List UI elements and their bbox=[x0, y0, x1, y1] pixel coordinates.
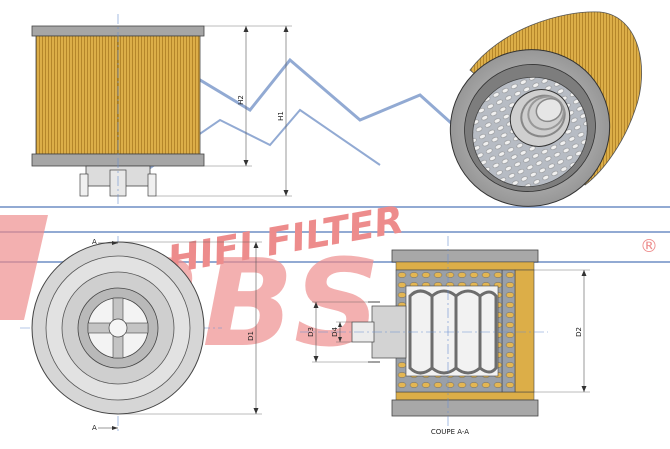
arrowhead bbox=[581, 386, 587, 392]
arrowhead bbox=[581, 270, 587, 276]
arrowhead bbox=[253, 408, 259, 414]
side-view: H2 H1 bbox=[31, 14, 292, 205]
dimension-label-d2: D2 bbox=[575, 327, 583, 337]
dimension-label-h2: H2 bbox=[237, 95, 245, 105]
section-top-media bbox=[395, 261, 535, 271]
section-bottom-media bbox=[395, 391, 535, 401]
dimension-label-h1: H1 bbox=[277, 111, 285, 121]
dimension-label-d3: D3 bbox=[307, 327, 315, 337]
arrowhead bbox=[338, 322, 342, 327]
spigot-tab bbox=[79, 173, 89, 197]
arrowhead bbox=[313, 356, 319, 362]
arrowhead bbox=[253, 242, 259, 248]
arrowhead bbox=[112, 241, 118, 245]
watermark-left-swoosh bbox=[0, 215, 48, 320]
dimension-label-d4: D4 bbox=[331, 327, 339, 337]
section-view: D3 D4 D2 COUPE A-A bbox=[300, 236, 590, 436]
arrowhead bbox=[283, 190, 289, 196]
dimension-label-d1: D1 bbox=[247, 331, 255, 341]
end-view: A A D1 bbox=[20, 236, 262, 432]
section-outer-media bbox=[514, 269, 535, 393]
section-bottom-cap bbox=[391, 399, 539, 417]
section-outer-perforated-wrap bbox=[501, 269, 516, 393]
section-marker-bottom: A bbox=[92, 424, 97, 432]
spring-coil bbox=[431, 289, 458, 375]
arrowhead bbox=[313, 302, 319, 308]
iso-spring-coil bbox=[535, 97, 563, 123]
section-top-cap bbox=[391, 249, 539, 263]
end-view-hub bbox=[108, 318, 128, 338]
arrowhead bbox=[243, 26, 249, 32]
arrowhead bbox=[338, 337, 342, 342]
section-marker-top: A bbox=[92, 238, 97, 246]
watermark-registered-mark: ® bbox=[640, 236, 658, 257]
isometric-view bbox=[449, 11, 642, 207]
section-caption: COUPE A-A bbox=[431, 428, 469, 436]
spigot-tab bbox=[147, 173, 157, 197]
iso-spring-coil bbox=[527, 95, 565, 131]
section-spring-bore bbox=[405, 285, 499, 377]
arrowhead bbox=[112, 426, 118, 430]
arrowhead bbox=[243, 160, 249, 166]
arrowhead bbox=[283, 26, 289, 32]
spring-coil bbox=[479, 290, 498, 374]
